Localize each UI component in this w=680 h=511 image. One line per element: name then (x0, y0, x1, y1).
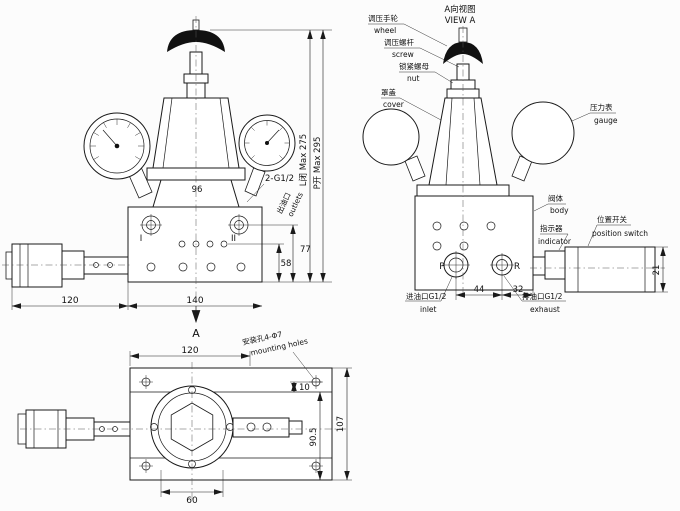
label-wheel-cn: 调压手轮 (368, 13, 398, 23)
top-view: 安装孔4-Φ7 mounting holes 120 10 90.5 107 6… (17, 329, 352, 506)
side-view: A向视图 VIEW A (362, 4, 668, 314)
label-cover-en: cover (383, 100, 405, 109)
label-switch-en: position switch (592, 229, 648, 238)
front-dim-max-closed: L闭 Max 275 (299, 134, 309, 186)
front-port2-label: II (231, 234, 236, 244)
front-body (127, 206, 263, 283)
side-port-p: P (439, 262, 445, 272)
side-position-switch (532, 246, 656, 293)
label-indicator-en: indicator (538, 237, 572, 246)
label-nut-cn: 锁紧螺母 (399, 61, 429, 71)
front-position-switch (5, 243, 129, 288)
side-gauge-right (511, 101, 575, 182)
side-title-en: VIEW A (445, 16, 476, 26)
top-dim-107: 107 (336, 416, 346, 432)
top-dim-10: 10 (299, 383, 310, 393)
front-gauge-right (238, 114, 296, 197)
top-dim-120: 120 (181, 346, 198, 356)
front-dim-58: 58 (281, 259, 292, 269)
front-dim-max-open: P开 Max 295 (313, 137, 323, 190)
top-dim-60: 60 (186, 496, 198, 506)
side-dim-21: 21 (652, 265, 662, 276)
label-nut-en: nut (407, 74, 420, 83)
front-gauge-left (83, 112, 153, 199)
label-gauge-cn: 压力表 (590, 102, 613, 112)
side-dim-44: 44 (474, 285, 485, 295)
label-exhaust-en: exhaust (530, 305, 560, 314)
label-gauge-en: gauge (594, 116, 618, 125)
label-inlet-en: inlet (420, 305, 437, 314)
top-dim-90-5: 90.5 (309, 428, 319, 447)
label-screw-en: screw (392, 50, 414, 59)
top-dimensions: 120 10 90.5 107 60 (129, 346, 352, 506)
label-exhaust-cn: 排油口G1/2 (522, 291, 563, 301)
top-right-stub (232, 417, 303, 438)
front-dim-120: 120 (61, 296, 78, 306)
side-dim-32: 32 (513, 285, 524, 295)
side-title-cn: A向视图 (444, 4, 475, 15)
front-dim-96: 96 (192, 185, 203, 195)
front-dim-77: 77 (300, 245, 311, 255)
label-body-cn: 阀体 (548, 193, 563, 203)
label-body-en: body (550, 206, 569, 215)
label-inlet-cn: 进油口G1/2 (406, 291, 447, 301)
front-port1-label: I (140, 234, 143, 244)
label-cover-cn: 罩盖 (381, 87, 396, 97)
front-view: 96 I (2, 16, 332, 340)
label-wheel-en: wheel (374, 26, 396, 35)
side-port-r: R (514, 262, 520, 272)
label-screw-cn: 调压螺杆 (384, 37, 414, 47)
label-switch-cn: 位置开关 (597, 214, 627, 224)
view-a-letter: A (192, 327, 200, 340)
view-a-arrow: A (191, 306, 201, 340)
label-indicator-cn: 指示器 (540, 223, 563, 233)
side-gauge-left (362, 108, 426, 182)
front-dim-140: 140 (186, 296, 203, 306)
front-dimensions: 120 140 58 77 L闭 Max 275 P开 Max 295 (11, 29, 332, 310)
side-callouts: 调压手轮 wheel 调压螺杆 screw 锁紧螺母 nut 罩盖 cover … (368, 13, 648, 314)
side-body (414, 195, 534, 291)
side-dimensions: 44 32 21 (455, 246, 668, 300)
front-outlet-thread: 2-G1/2 (265, 174, 294, 184)
